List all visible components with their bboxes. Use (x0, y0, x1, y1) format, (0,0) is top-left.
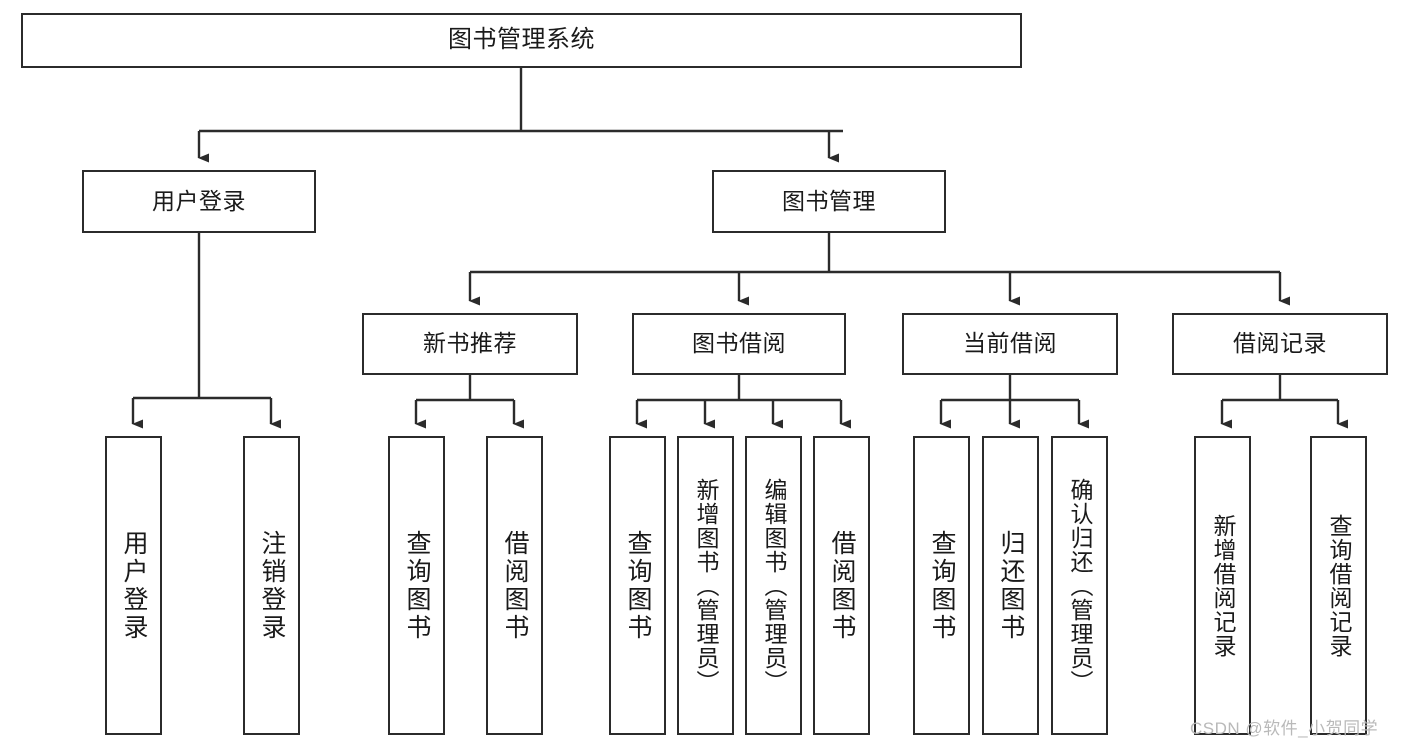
node-label: 当前借阅 (963, 330, 1057, 357)
node-leaf-logout-login[interactable]: 注销登录 (243, 436, 300, 735)
node-leaf-query-record[interactable]: 查询借阅记录 (1310, 436, 1367, 735)
node-leaf-edit-book[interactable]: 编辑图书（管理员） (745, 436, 802, 735)
node-current-borrow[interactable]: 当前借阅 (902, 313, 1118, 375)
node-label: 查询图书 (928, 529, 956, 642)
node-leaf-query-book-1[interactable]: 查询图书 (388, 436, 445, 735)
node-label: 新书推荐 (423, 330, 517, 357)
node-label: 图书借阅 (692, 330, 786, 357)
node-new-book-recommend[interactable]: 新书推荐 (362, 313, 578, 375)
node-label: 借阅图书 (828, 529, 856, 642)
edges-userlogin-to-leaves (131, 233, 281, 429)
edges-newbook-to-leaves (414, 375, 524, 429)
node-label: 用户登录 (152, 187, 246, 214)
node-label: 借阅记录 (1233, 330, 1327, 357)
node-leaf-confirm-return[interactable]: 确认归还（管理员） (1051, 436, 1108, 735)
node-label: 查询图书 (403, 529, 431, 642)
node-label: 用户登录 (120, 529, 148, 642)
node-label: 编辑图书（管理员） (761, 477, 787, 694)
node-book-manage[interactable]: 图书管理 (712, 170, 946, 233)
node-root-system[interactable]: 图书管理系统 (21, 13, 1022, 68)
csdn-watermark: CSDN @软件_小贺同学 (1190, 719, 1379, 738)
node-leaf-add-record[interactable]: 新增借阅记录 (1194, 436, 1251, 735)
node-label: 归还图书 (997, 529, 1025, 642)
node-label: 查询借阅记录 (1326, 513, 1352, 658)
node-label: 图书管理 (782, 187, 876, 214)
node-label: 图书管理系统 (448, 26, 595, 54)
node-leaf-add-book[interactable]: 新增图书（管理员） (677, 436, 734, 735)
edges-root-to-level2 (197, 68, 843, 163)
node-leaf-return-book[interactable]: 归还图书 (982, 436, 1039, 735)
edges-bookmanage-to-level3 (468, 233, 1290, 306)
node-label: 查询图书 (624, 529, 652, 642)
node-label: 新增借阅记录 (1210, 513, 1236, 658)
node-label: 新增图书（管理员） (693, 477, 719, 694)
node-book-borrow[interactable]: 图书借阅 (632, 313, 846, 375)
node-leaf-query-book-2[interactable]: 查询图书 (609, 436, 666, 735)
node-label: 注销登录 (258, 529, 286, 642)
node-leaf-borrow-book-1[interactable]: 借阅图书 (486, 436, 543, 735)
node-label: 借阅图书 (501, 529, 529, 642)
edges-bookborrow-to-leaves (635, 375, 851, 429)
node-leaf-user-login[interactable]: 用户登录 (105, 436, 162, 735)
node-leaf-query-book-3[interactable]: 查询图书 (913, 436, 970, 735)
edges-currentborrow-to-leaves (939, 375, 1089, 429)
node-user-login[interactable]: 用户登录 (82, 170, 316, 233)
node-label: 确认归还（管理员） (1067, 477, 1093, 694)
node-borrow-record[interactable]: 借阅记录 (1172, 313, 1388, 375)
edges-borrowrecord-to-leaves (1220, 375, 1348, 429)
node-leaf-borrow-book-2[interactable]: 借阅图书 (813, 436, 870, 735)
